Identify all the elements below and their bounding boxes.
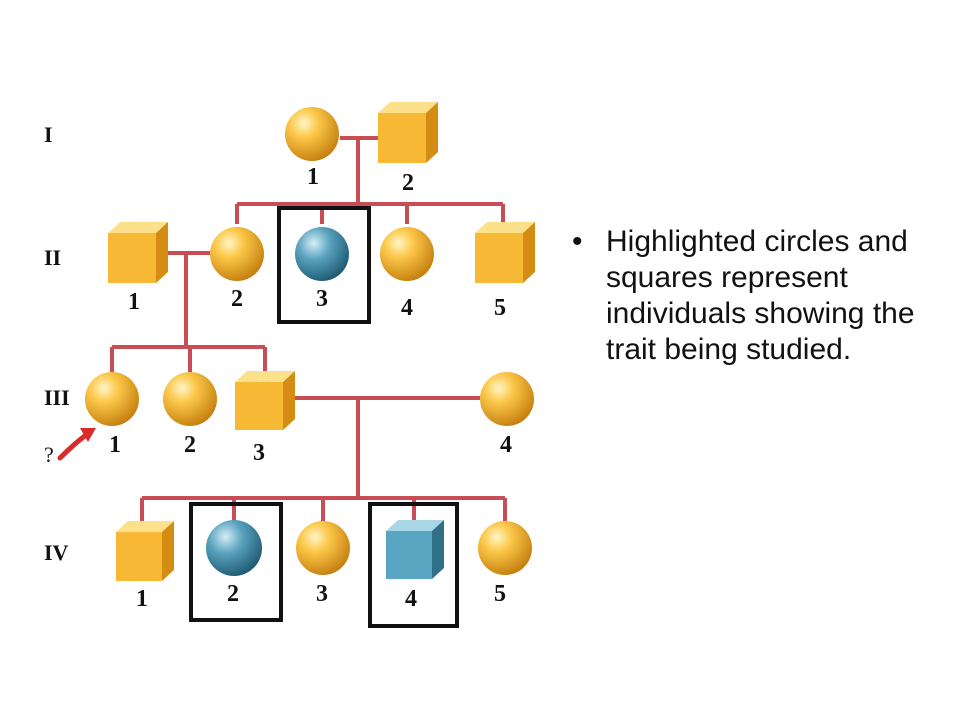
generation-label-IV: IV [44,540,69,565]
individual-III3 [235,371,295,430]
number-II5: 5 [494,295,506,321]
generation-labels: I II III IV [44,122,70,565]
individual-II3 [295,227,349,281]
individual-II2 [210,227,264,281]
number-II2: 2 [231,286,243,312]
individual-II5 [475,222,535,283]
question-mark: ? [44,442,54,467]
generation-label-II: II [44,245,61,270]
number-IV5: 5 [494,581,506,607]
individuals [85,102,535,581]
number-IV1: 1 [136,586,148,612]
number-IV2: 2 [227,581,239,607]
arrow-head-icon [80,428,96,442]
individual-IV3 [296,521,350,575]
individual-III4 [480,372,534,426]
number-III3: 3 [253,440,265,466]
number-II1: 1 [128,289,140,315]
bullet-text: Highlighted circles and squares represen… [606,225,915,366]
individual-IV4 [386,520,444,579]
individual-I2 [378,102,438,163]
generation-label-I: I [44,122,53,147]
bullet-icon: • [572,225,583,258]
number-III1: 1 [109,432,121,458]
highlight-boxes [189,206,459,628]
number-IV4: 4 [405,586,417,612]
individual-II4 [380,227,434,281]
number-III2: 2 [184,432,196,458]
highlight-box-II3 [277,206,371,324]
pedigree-lines [110,136,507,522]
highlight-box-IV4 [368,502,459,628]
individual-III2 [163,372,217,426]
number-I1: 1 [307,164,319,190]
generation-label-III: III [44,385,70,410]
individual-II1 [108,222,168,283]
number-IV3: 3 [316,581,328,607]
individual-IV5 [478,521,532,575]
individual-IV2 [206,520,262,576]
individual-IV1 [116,521,174,581]
highlight-box-IV2 [189,502,283,622]
arrow-icon [57,432,89,461]
individual-numbers: 1 2 1 2 3 4 5 1 2 3 4 1 2 3 4 5 [109,164,512,612]
number-I2: 2 [402,170,414,196]
query-marker: ? [44,428,96,467]
number-II4: 4 [401,295,413,321]
individual-III1 [85,372,139,426]
number-II3: 3 [316,286,328,312]
individual-I1 [285,107,339,161]
number-III4: 4 [500,432,512,458]
